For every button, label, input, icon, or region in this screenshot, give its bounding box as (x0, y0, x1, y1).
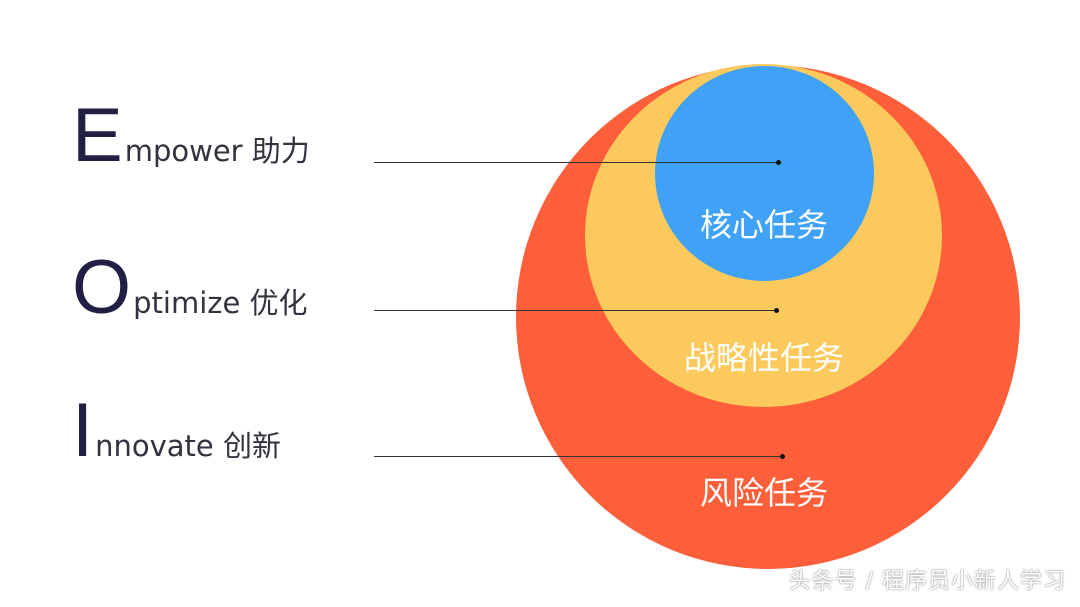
label-initial: I (72, 388, 94, 473)
label-text: nnovate 创新 (95, 429, 281, 463)
dot-empower (776, 160, 781, 165)
label-initial: E (72, 93, 123, 178)
circle-core-label: 核心任务 (699, 206, 829, 244)
label-innovate: I nnovate 创新 (72, 393, 281, 469)
watermark: 头条号 / 程序员小新人学习 (788, 569, 1066, 594)
label-initial: O (72, 245, 132, 330)
leader-line-optimize (374, 310, 776, 311)
circle-strategic-label: 战略性任务 (683, 339, 845, 377)
dot-optimize (774, 308, 779, 313)
label-text: mpower 助力 (124, 134, 310, 168)
dot-innovate (780, 454, 785, 459)
leader-line-innovate (374, 456, 782, 457)
label-text: ptimize 优化 (133, 286, 308, 320)
label-optimize: O ptimize 优化 (72, 250, 308, 326)
leader-line-empower (374, 162, 778, 163)
circle-risk-label: 风险任务 (699, 474, 829, 512)
label-empower: E mpower 助力 (72, 98, 310, 174)
circle-core (655, 66, 874, 281)
